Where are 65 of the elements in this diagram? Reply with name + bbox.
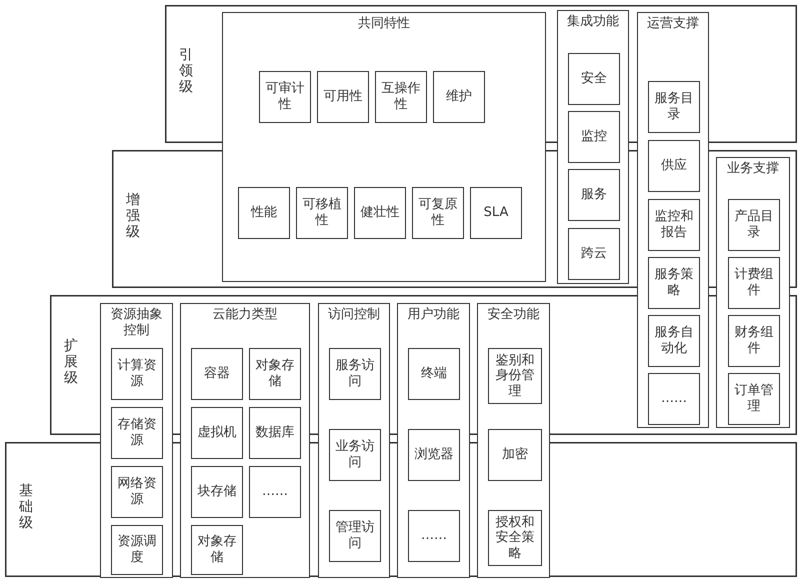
feature-box: 服务目录: [648, 81, 700, 133]
feature-box: 存储资源: [111, 407, 163, 459]
group-title: 云能力类型: [212, 307, 278, 323]
feature-box: 健壮性: [354, 187, 406, 239]
feature-box: 监控和报告: [648, 199, 700, 251]
feature-box: 供应: [648, 140, 700, 192]
feature-box: 性能: [238, 187, 290, 239]
feature-box: 对象存储: [191, 525, 243, 575]
feature-box: ……: [648, 373, 700, 425]
group-title: 业务支撑: [726, 161, 780, 177]
group-title: 安全功能: [486, 307, 540, 323]
feature-box: 可移植性: [296, 187, 348, 239]
group-panel: [397, 303, 470, 578]
feature-box: 数据库: [249, 407, 301, 459]
group-panel: [477, 303, 550, 578]
feature-box: 服务策略: [648, 257, 700, 309]
group-title: 共同特性: [357, 16, 411, 32]
feature-box: 服务自动化: [648, 315, 700, 367]
feature-box: 监控: [568, 111, 620, 163]
feature-box: 网络资源: [111, 466, 163, 518]
feature-box: 终端: [408, 348, 460, 400]
feature-box: 安全: [568, 53, 620, 105]
feature-box: 服务访问: [329, 348, 381, 400]
feature-box: 虚拟机: [191, 407, 243, 459]
group-title: 资源抽象控制: [110, 307, 164, 338]
layer-label: 引领级: [178, 47, 194, 96]
group-title: 用户功能: [406, 307, 460, 323]
feature-box: 互操作性: [375, 71, 427, 123]
feature-box: 维护: [433, 71, 485, 123]
group-panel: [180, 303, 310, 578]
group-title: 运营支撑: [646, 16, 700, 32]
group-title: 集成功能: [566, 14, 620, 30]
feature-box: SLA: [470, 187, 522, 239]
feature-box: 业务访问: [329, 429, 381, 481]
feature-box: 可复原性: [412, 187, 464, 239]
feature-box: ……: [249, 466, 301, 518]
feature-box: 可审计性: [259, 71, 311, 123]
feature-box: 产品目录: [728, 199, 780, 251]
group-panel: [716, 157, 790, 428]
layer-label: 扩展级: [63, 338, 79, 386]
group-panel: [318, 303, 390, 578]
feature-box: 计算资源: [111, 348, 163, 400]
feature-box: 服务: [568, 169, 620, 221]
feature-box: 授权和安全策略: [488, 510, 542, 566]
feature-box: 计费组件: [728, 257, 780, 309]
feature-box: 块存储: [191, 466, 243, 518]
feature-box: ……: [408, 510, 460, 562]
feature-box: 财务组件: [728, 315, 780, 367]
group-panel: [222, 12, 546, 282]
layer-label: 基础级: [18, 482, 34, 531]
group-panel: [100, 303, 173, 578]
feature-box: 加密: [488, 429, 542, 481]
feature-box: 浏览器: [408, 429, 460, 481]
feature-box: 鉴别和身份管理: [488, 348, 542, 404]
feature-box: 资源调度: [111, 525, 163, 575]
feature-box: 管理访问: [329, 510, 381, 562]
group-panel: [637, 12, 709, 428]
feature-box: 订单管理: [728, 373, 780, 425]
feature-box: 对象存储: [249, 348, 301, 400]
group-panel: [557, 10, 629, 284]
feature-box: 容器: [191, 348, 243, 400]
layer-label: 增强级: [125, 192, 141, 240]
group-title: 访问控制: [327, 307, 381, 323]
feature-box: 跨云: [568, 228, 620, 280]
feature-box: 可用性: [317, 71, 369, 123]
